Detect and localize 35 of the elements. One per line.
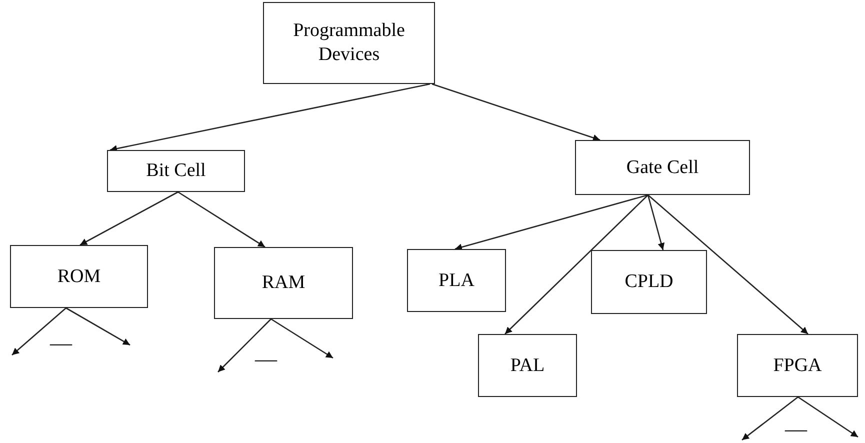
node-box bbox=[575, 140, 750, 195]
node-box bbox=[10, 245, 148, 308]
arrow bbox=[432, 83, 600, 142]
arrow bbox=[270, 318, 334, 359]
node-label: Gate Cell bbox=[626, 156, 699, 180]
arrow bbox=[647, 194, 665, 250]
dash-label: — bbox=[50, 332, 72, 354]
node-label: PLA bbox=[438, 268, 474, 292]
dash-label: — bbox=[255, 348, 277, 370]
node-label: RAM bbox=[262, 271, 306, 295]
node-label: CPLD bbox=[624, 270, 674, 294]
node-label: Programmable Devices bbox=[292, 19, 406, 67]
node-box bbox=[407, 249, 506, 312]
arrow bbox=[12, 308, 66, 356]
node-box bbox=[263, 2, 435, 84]
arrow bbox=[178, 191, 266, 248]
node-label: PAL bbox=[510, 354, 545, 378]
arrow bbox=[798, 396, 858, 438]
node-label: FPGA bbox=[773, 354, 822, 378]
arrow bbox=[110, 83, 430, 152]
node-box bbox=[737, 334, 858, 397]
node-label: ROM bbox=[57, 264, 101, 288]
node-label: Bit Cell bbox=[146, 159, 206, 183]
arrow bbox=[66, 307, 130, 346]
arrow bbox=[648, 194, 808, 334]
arrow bbox=[218, 318, 272, 372]
arrow bbox=[742, 396, 798, 441]
arrow bbox=[454, 194, 648, 250]
node-box bbox=[591, 250, 707, 314]
arrow bbox=[504, 194, 648, 334]
arrow bbox=[80, 191, 178, 246]
node-box bbox=[214, 247, 353, 319]
dash-label: — bbox=[785, 418, 807, 440]
node-box bbox=[107, 150, 245, 192]
node-box bbox=[478, 334, 577, 397]
